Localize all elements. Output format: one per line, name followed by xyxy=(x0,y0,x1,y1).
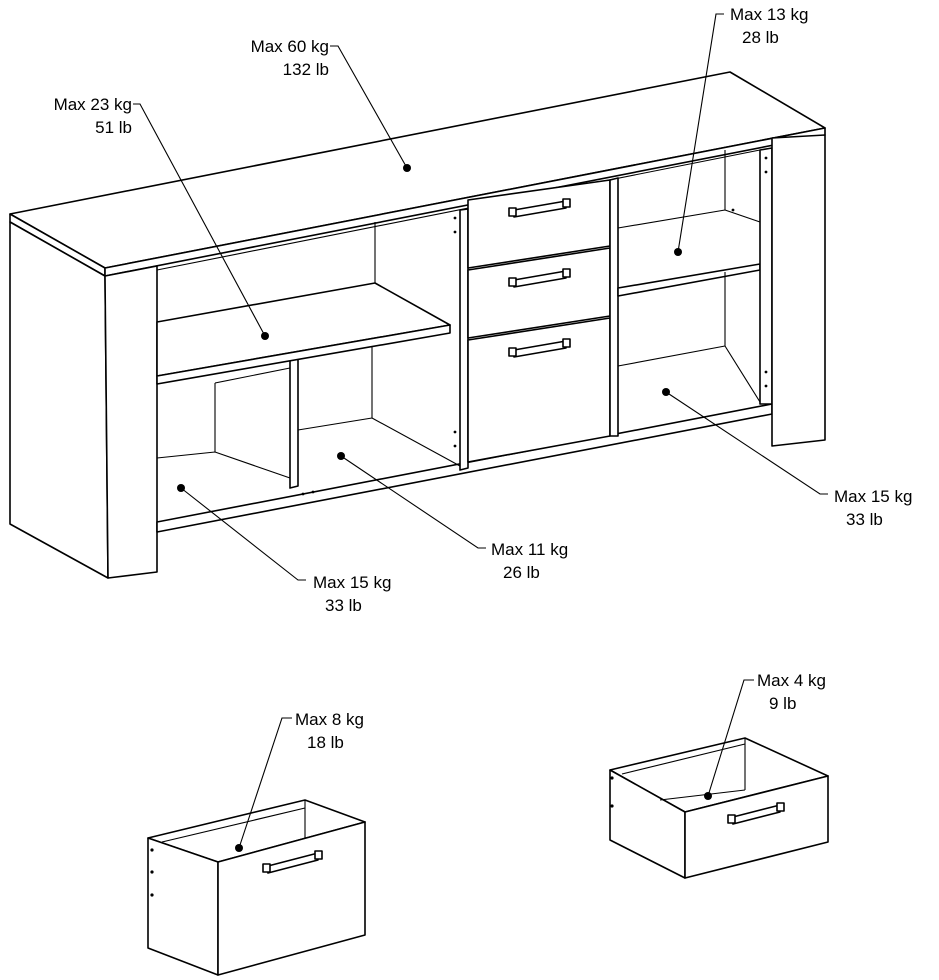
drawer-handle-1 xyxy=(508,198,571,218)
divider-center-left xyxy=(459,208,469,471)
leader-lines xyxy=(133,13,828,852)
upper-shelf-left xyxy=(156,282,451,377)
right-inner-side xyxy=(759,147,773,405)
label-large-drawer-kg: Max 8 kg xyxy=(295,710,364,729)
label-right-bottom-lb: 33 lb xyxy=(846,510,883,529)
label-left-bottom-kg: Max 15 kg xyxy=(313,573,391,592)
small-drawer xyxy=(609,737,829,879)
load-labels: Max 60 kg 132 lb Max 23 kg 51 lb Max 13 … xyxy=(54,5,913,752)
label-center-bottom-kg: Max 11 kg xyxy=(491,540,568,559)
sideboard-top xyxy=(9,71,826,269)
label-left-upper-lb: 51 lb xyxy=(95,118,132,137)
small-drawer-handle xyxy=(727,802,785,825)
upper-shelf-left-edge xyxy=(156,324,451,385)
large-drawer xyxy=(147,799,366,976)
right-shelf-upper xyxy=(617,263,761,297)
right-end-panel-front xyxy=(771,134,826,447)
label-left-bottom-lb: 33 lb xyxy=(325,596,362,615)
divider-center-right xyxy=(609,177,619,437)
label-right-upper-kg: Max 13 kg xyxy=(730,5,808,24)
label-top-kg: Max 60 kg xyxy=(251,37,329,56)
label-right-upper-lb: 28 lb xyxy=(742,28,779,47)
sideboard xyxy=(9,71,826,579)
large-drawer-front xyxy=(217,821,366,976)
label-left-upper-kg: Max 23 kg xyxy=(54,95,132,114)
label-small-drawer-lb: 9 lb xyxy=(769,694,796,713)
label-top-lb: 132 lb xyxy=(283,60,329,79)
large-drawer-handle xyxy=(262,850,323,874)
left-end-panel-front xyxy=(104,265,158,579)
label-center-bottom-lb: 26 lb xyxy=(503,563,540,582)
small-drawer-front xyxy=(684,775,829,879)
left-end-panel-side xyxy=(9,221,109,579)
drawer-front-3 xyxy=(467,317,611,463)
drawer-handle-2 xyxy=(508,268,571,288)
label-small-drawer-kg: Max 4 kg xyxy=(757,671,826,690)
drawer-handle-3 xyxy=(508,338,571,358)
label-right-bottom-kg: Max 15 kg xyxy=(834,487,912,506)
label-large-drawer-lb: 18 lb xyxy=(307,733,344,752)
divider-left xyxy=(289,352,299,489)
